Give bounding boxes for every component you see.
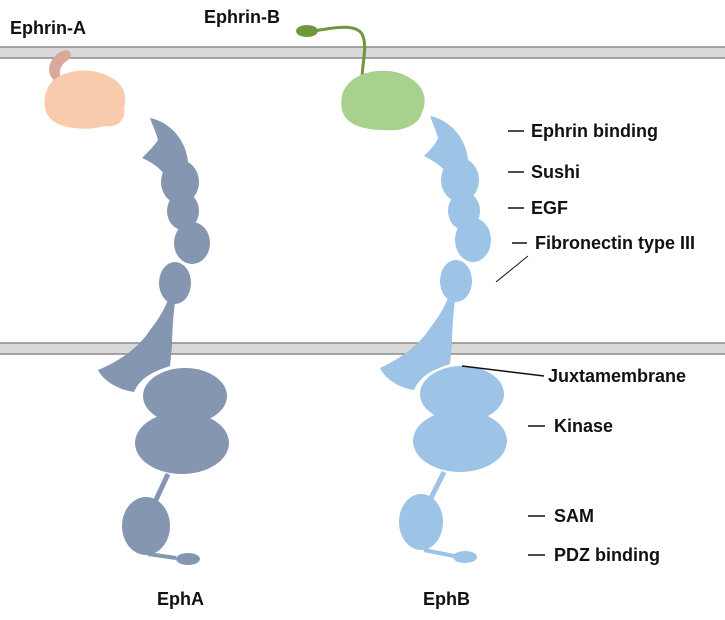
ephb-pdz-binding-motif: [453, 551, 477, 563]
ephrin-b-cytoplasmic-tail: [296, 25, 318, 37]
ephb-fn3-domain-1: [455, 218, 491, 262]
sushi-label: Sushi: [531, 162, 580, 182]
ephb-receptor: [380, 116, 507, 563]
epha-transmembrane-juxtamembrane: [98, 300, 175, 392]
ephb-label: EphB: [423, 589, 470, 609]
ephb-sushi-domain: [441, 158, 479, 202]
juxtamembrane-label: Juxtamembrane: [548, 366, 686, 386]
epha-linker: [151, 472, 171, 506]
kinase-label: Kinase: [554, 416, 613, 436]
leader-juxtamembrane: [461, 365, 545, 377]
ephb-kinase-lobe-upper: [420, 366, 504, 422]
ephrin-a-ligand: [44, 50, 126, 129]
ephrin-a-domain: [44, 70, 126, 129]
epha-kinase-lobe-upper: [143, 368, 227, 424]
ephrin-b-transmembrane-tail: [313, 25, 367, 81]
epha-receptor: [98, 118, 229, 565]
epha-kinase-lobe-lower: [135, 412, 229, 474]
ephrin-a-label: Ephrin-A: [10, 18, 86, 38]
ephb-transmembrane-juxtamembrane: [380, 298, 455, 390]
ephb-kinase-lobe-lower: [413, 410, 507, 472]
lower-membrane: [0, 342, 725, 355]
ephrin-b-label: Ephrin-B: [204, 7, 280, 27]
ephrin-b-ligand: [296, 25, 425, 131]
ephrin-binding-label: Ephrin binding: [531, 121, 658, 141]
epha-pdz-linker: [147, 552, 177, 560]
ephb-sam-domain: [399, 494, 443, 550]
ephb-fn3-domain-2: [440, 260, 472, 302]
ephb-linker: [427, 470, 447, 502]
epha-sushi-domain: [161, 160, 199, 204]
egf-label: EGF: [531, 198, 568, 218]
ephb-pdz-linker: [423, 548, 455, 558]
epha-fn3-domain-2: [159, 262, 191, 304]
sam-label: SAM: [554, 506, 594, 526]
epha-fn3-domain-1: [174, 222, 210, 264]
upper-membrane: [0, 46, 725, 59]
epha-egf-domain: [167, 192, 199, 230]
epha-sam-domain: [122, 497, 170, 555]
leader-fibronectin-pointer: [495, 255, 529, 283]
fibronectin-label: Fibronectin type III: [535, 233, 695, 253]
ephrin-a-gpi-anchor: [49, 50, 71, 85]
leader-lines: [461, 130, 545, 556]
ephrin-b-domain: [341, 70, 425, 131]
epha-pdz-binding-motif: [176, 553, 200, 565]
pdz-binding-label: PDZ binding: [554, 545, 660, 565]
epha-label: EphA: [157, 589, 204, 609]
